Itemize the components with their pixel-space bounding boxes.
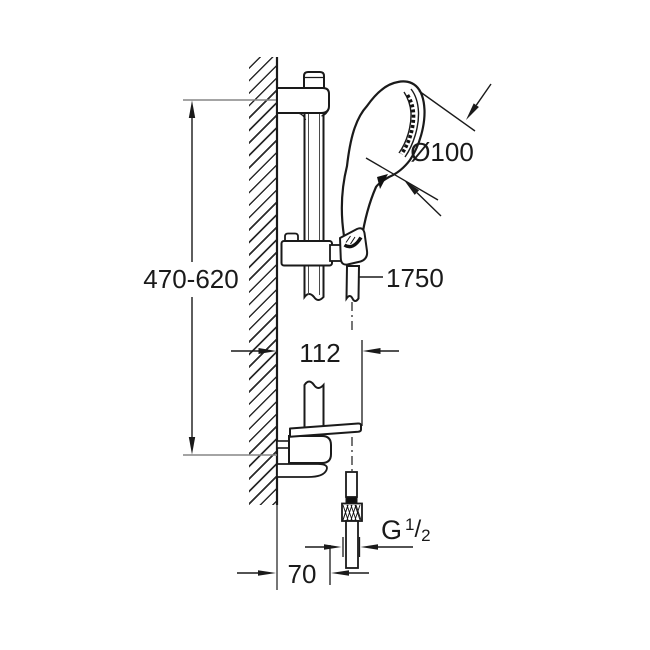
dim-head-diameter-label: Ø100 — [410, 137, 474, 167]
wall-hatch — [249, 57, 277, 505]
thread-numerator: 1 — [405, 515, 415, 534]
hand-shower — [340, 80, 426, 242]
dim-hose-length-label: 1750 — [386, 263, 444, 293]
thread-prefix: G — [381, 515, 403, 545]
dim-height-range — [188, 100, 196, 455]
dim-height-range-label: 470-620 — [143, 264, 239, 294]
height-extension-lines — [183, 99, 277, 456]
dim-wall-offset-label: 70 — [287, 559, 317, 589]
shower-hose-upper — [345, 265, 361, 302]
dim-bracket-depth-label: 112 — [299, 338, 341, 368]
dim-head-diameter — [365, 83, 492, 217]
dim-bracket-depth — [231, 340, 399, 426]
dim-thread — [305, 537, 413, 557]
top-bracket — [276, 87, 330, 121]
hose-fitting — [341, 302, 363, 569]
bottom-bracket-tray — [276, 422, 362, 478]
thread-denominator: 2 — [421, 526, 431, 545]
slider-holder — [280, 227, 369, 267]
dim-wall-offset — [237, 545, 369, 585]
thread-slash: / — [414, 516, 422, 543]
